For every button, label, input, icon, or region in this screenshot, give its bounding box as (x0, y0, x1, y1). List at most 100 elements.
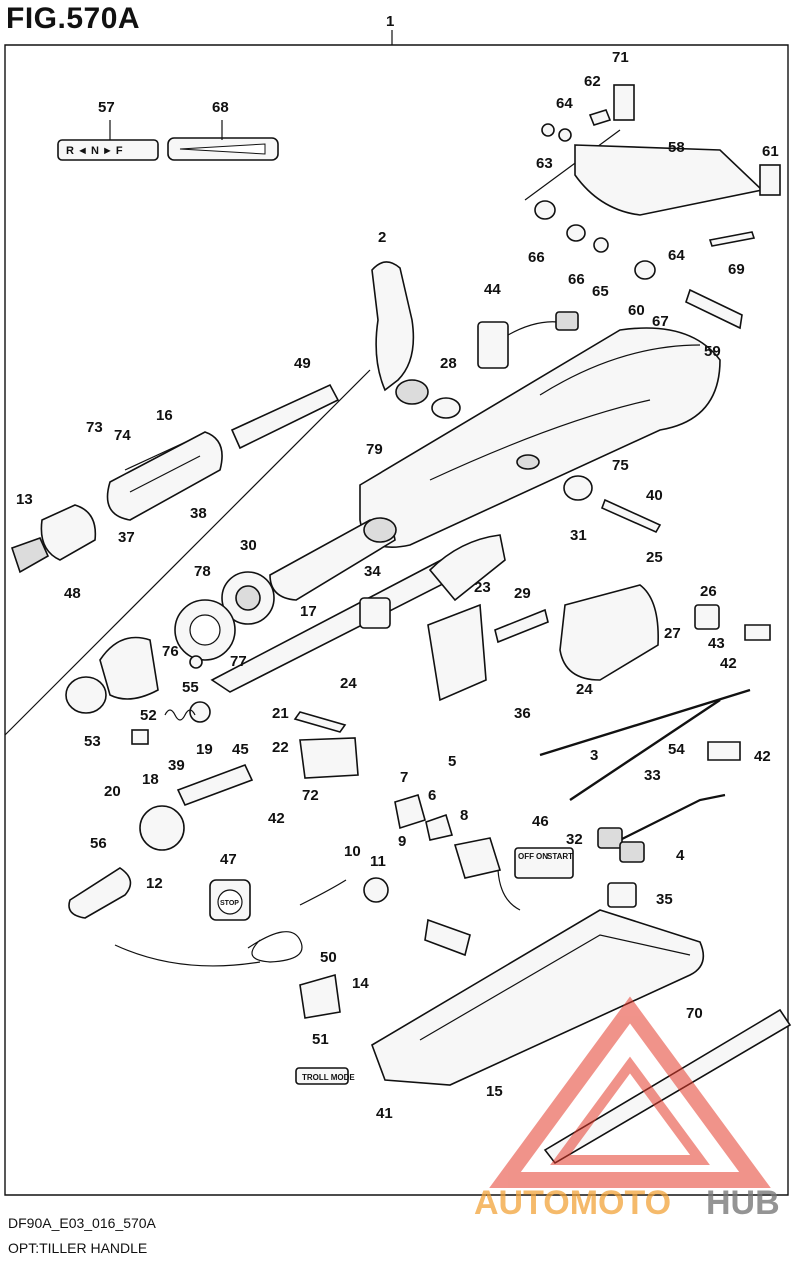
callout: 70 (686, 1005, 703, 1022)
part-12 (139, 805, 185, 851)
callout: 72 (302, 787, 319, 804)
troll-mode-text: TROLL MODE (302, 1073, 355, 1082)
callout: 75 (612, 457, 629, 474)
stop-switch (424, 918, 471, 957)
part-26 (694, 604, 720, 630)
part-7 (394, 793, 426, 830)
callout: 43 (708, 635, 725, 652)
callout: 68 (212, 99, 229, 116)
washer-65 (593, 237, 609, 253)
switch-part-44 (477, 321, 509, 369)
callout: 4 (676, 847, 685, 864)
callout: 50 (320, 949, 337, 966)
callout: 18 (142, 771, 159, 788)
part-11 (363, 877, 389, 903)
callout: 15 (486, 1083, 503, 1100)
bracket-23 (427, 603, 487, 702)
steering-bar-70 (543, 1008, 792, 1165)
switch-box-25 (559, 584, 659, 681)
callout: 73 (86, 419, 103, 436)
callout: 25 (646, 549, 663, 566)
shift-lever (371, 261, 415, 392)
callout: 36 (514, 705, 531, 722)
callout: 64 (668, 247, 685, 264)
callout: 42 (268, 810, 285, 827)
part-55 (189, 655, 203, 669)
callout: 39 (168, 757, 185, 774)
bolt-59 (685, 288, 743, 330)
callout: 66 (568, 271, 585, 288)
callout: 34 (364, 563, 381, 580)
collar-66 (566, 224, 586, 242)
switch-plate-46 (514, 847, 574, 879)
callout: 66 (528, 249, 545, 266)
callout: 61 (762, 143, 779, 160)
washer-64 (558, 128, 572, 142)
callout: 12 (146, 875, 163, 892)
callout: 59 (704, 343, 721, 360)
callout: 8 (460, 807, 468, 824)
cable-3 (539, 688, 751, 757)
shift-label-text: R ◄ N ► F (66, 145, 123, 157)
watermark-text-main: AUTOMOTO (474, 1184, 671, 1222)
assembly-frame (4, 44, 789, 1196)
clamp-34 (359, 597, 391, 629)
callout: 58 (668, 139, 685, 156)
callout: 6 (428, 787, 436, 804)
callout: 54 (668, 741, 685, 758)
grip-cap-48 (40, 504, 97, 561)
figure-caption: OPT:TILLER HANDLE (8, 1240, 148, 1256)
callout: 29 (514, 585, 531, 602)
callout: 11 (370, 853, 386, 870)
connector-13 (10, 536, 50, 574)
nut-63 (541, 123, 555, 137)
collar-60 (634, 260, 656, 280)
callout: 24 (576, 681, 593, 698)
callout: 14 (352, 975, 369, 992)
callout: 19 (196, 741, 213, 758)
callout: 33 (644, 767, 661, 784)
lower-case-15 (371, 909, 705, 1086)
bracket-54 (707, 741, 741, 761)
callout: 52 (140, 707, 157, 724)
bracket-58 (574, 144, 764, 216)
callout: 30 (240, 537, 257, 554)
bracket-45 (176, 763, 254, 807)
callout: 16 (156, 407, 173, 424)
callout: 37 (118, 529, 135, 546)
callout: 27 (664, 625, 681, 642)
callout: 38 (190, 505, 207, 522)
callout: 7 (400, 769, 408, 786)
callout: 62 (584, 73, 601, 90)
callout: 35 (656, 891, 673, 908)
callout: 46 (532, 813, 549, 830)
callout: 67 (652, 313, 669, 330)
bolt-69 (708, 231, 756, 247)
callout: 21 (272, 705, 289, 722)
callout: 23 (474, 579, 491, 596)
callout: 2 (378, 229, 386, 246)
callout: 45 (232, 741, 249, 758)
callout: 26 (700, 583, 717, 600)
throttle-grip (106, 431, 223, 521)
part-19 (189, 701, 211, 723)
callout: 77 (230, 653, 247, 670)
callout: 40 (646, 487, 663, 504)
harness-4 (619, 793, 726, 841)
callout: 42 (720, 655, 737, 672)
callout: 56 (90, 835, 107, 852)
key-6 (425, 813, 454, 841)
callout: 60 (628, 302, 645, 319)
plate-29 (494, 608, 549, 644)
callout: 1 (386, 13, 394, 30)
collar-66 (534, 200, 556, 220)
lanyard-coil (247, 931, 303, 963)
callout: 31 (570, 527, 587, 544)
callout: 49 (294, 355, 311, 372)
callout: 28 (440, 355, 457, 372)
shift-label-plate (57, 139, 159, 161)
link-21 (293, 711, 347, 733)
